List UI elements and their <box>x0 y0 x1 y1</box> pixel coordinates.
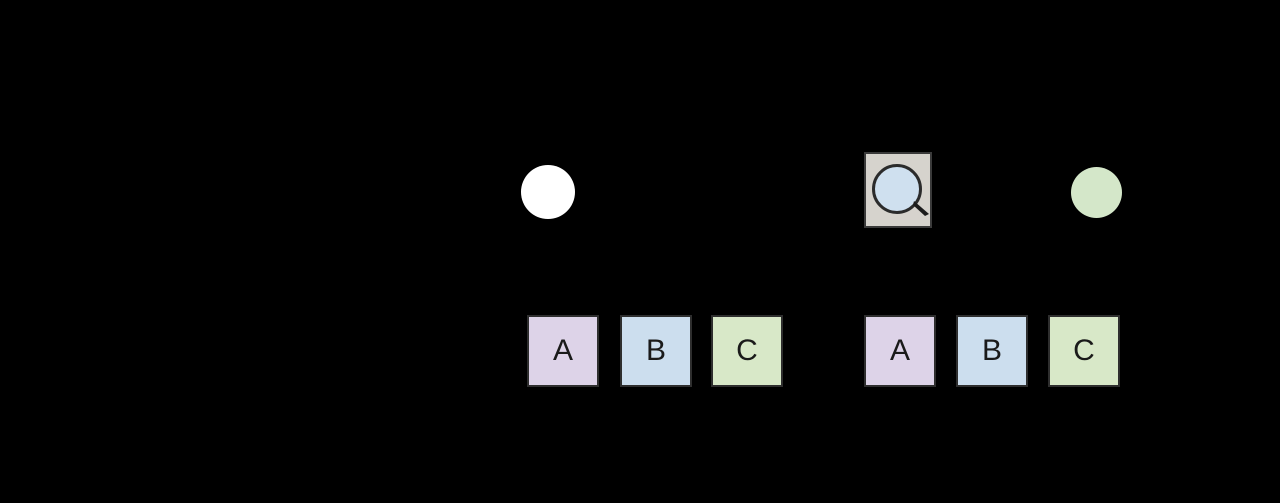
tile-b-left[interactable]: B <box>620 315 692 387</box>
white-circle-marker[interactable] <box>521 165 575 219</box>
magnifier-handle-icon <box>913 200 930 217</box>
tile-c-left[interactable]: C <box>711 315 783 387</box>
tile-b-right[interactable]: B <box>956 315 1028 387</box>
tile-c-right[interactable]: C <box>1048 315 1120 387</box>
magnifier-icon[interactable] <box>864 152 932 228</box>
tile-a-right[interactable]: A <box>864 315 936 387</box>
tile-a-left[interactable]: A <box>527 315 599 387</box>
magnifier-lens <box>872 164 922 214</box>
green-circle-marker[interactable] <box>1071 167 1122 218</box>
